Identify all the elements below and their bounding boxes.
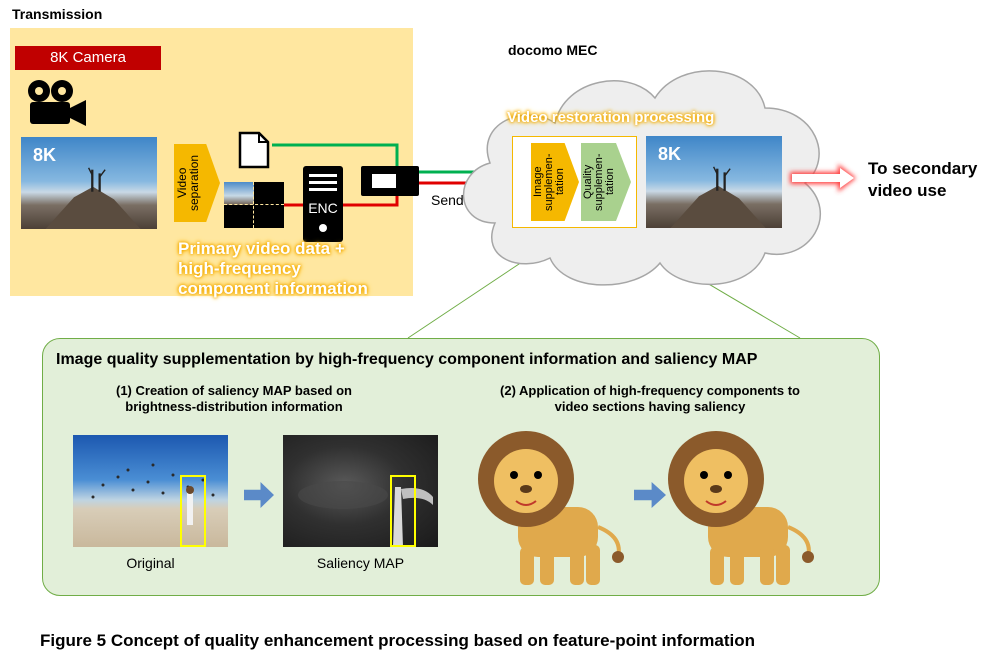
lion-after-icon: [668, 431, 814, 585]
saliency-map-image: [283, 435, 438, 547]
saliency-map-label: Saliency MAP: [316, 555, 405, 571]
photo-8k-label: 8K: [33, 145, 57, 165]
separated-video-grid: [224, 182, 284, 228]
photo-8k-restored-label: 8K: [658, 144, 682, 164]
lion-before-icon: [478, 431, 624, 585]
output-arrow-icon: [790, 164, 856, 192]
original-image: [73, 435, 228, 547]
mec-label: docomo MEC: [508, 42, 598, 58]
encoder-unit: ENC: [303, 166, 343, 242]
mec-cloud: [462, 70, 822, 286]
quality-supplementation-chevron: Quality supplemen-tation: [581, 143, 631, 221]
secondary-use-label: To secondary video use: [868, 159, 978, 200]
photo-8k-source: 8K: [21, 137, 157, 229]
step2-heading: (2) Application of high-frequency compon…: [500, 383, 800, 414]
primary-video-data-text: Primary video data + high-frequency comp…: [178, 239, 368, 298]
photo-8k-restored: 8K: [646, 136, 782, 228]
restoration-box: Image supplemen-tation Quality supplemen…: [512, 136, 637, 228]
figure-caption: Figure 5 Concept of quality enhancement …: [40, 631, 756, 650]
camera-label: 8K Camera: [15, 46, 161, 70]
image-supplementation-chevron: Image supplemen-tation: [531, 143, 579, 221]
transmission-label: Transmission: [12, 6, 103, 22]
video-restoration-label: Video restoration processing: [507, 109, 715, 126]
detail-title: Image quality supplementation by high-fr…: [56, 351, 758, 368]
original-label: Original: [126, 555, 175, 571]
document-icon: [238, 131, 270, 169]
step1-heading: (1) Creation of saliency MAP based on br…: [116, 383, 352, 414]
quality-supplementation-label: Quality supplemen-tation: [582, 153, 616, 211]
send-label: Send: [431, 192, 464, 208]
movie-camera-icon: [28, 80, 86, 126]
image-supplementation-label: Image supplemen-tation: [532, 153, 566, 211]
enc-label: ENC: [308, 200, 338, 216]
sender-device: [361, 166, 419, 196]
